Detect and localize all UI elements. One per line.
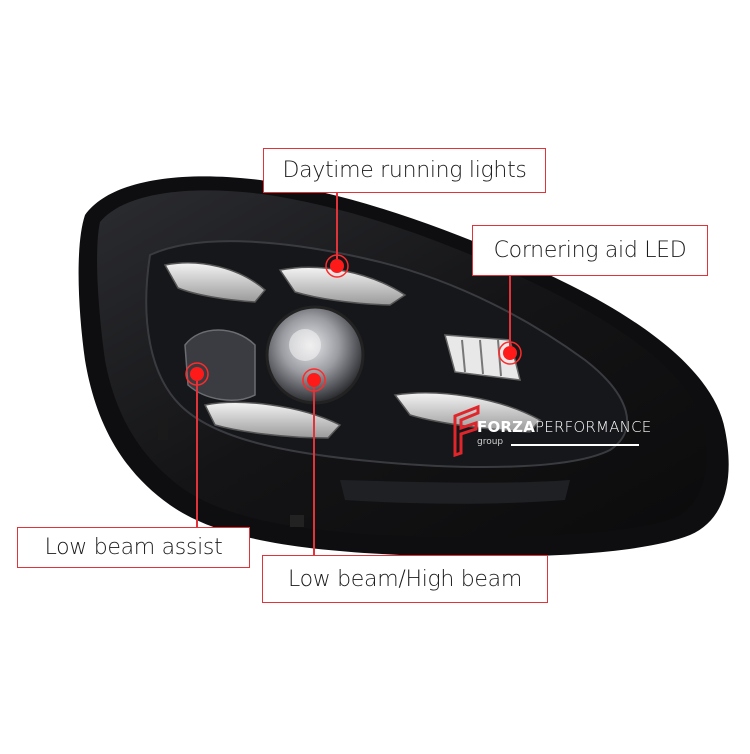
brand-subtitle: group xyxy=(477,437,504,447)
leader-line-drl xyxy=(336,193,338,259)
callout-low-beam-assist: Low beam assist xyxy=(17,527,250,568)
callout-low-high-beam: Low beam/High beam xyxy=(262,555,548,603)
brand-name-bold: FORZA xyxy=(477,418,536,436)
leader-line-cornering xyxy=(509,276,511,346)
leader-line-low-beam-assist xyxy=(196,381,198,528)
callout-label: Cornering aid LED xyxy=(493,238,687,263)
callout-cornering-aid-led: Cornering aid LED xyxy=(472,225,708,276)
callout-daytime-running-lights: Daytime running lights xyxy=(263,148,546,193)
leader-line-low-high-beam xyxy=(313,387,315,555)
brand-logo: FORZAPERFORMANCE group xyxy=(445,408,651,453)
callout-label: Low beam assist xyxy=(44,535,223,560)
callout-label: Low beam/High beam xyxy=(288,566,522,592)
stylized-F-icon xyxy=(453,404,480,458)
brand-name: FORZAPERFORMANCE xyxy=(477,418,651,436)
brand-underline xyxy=(511,444,639,446)
callout-label: Daytime running lights xyxy=(282,158,527,183)
brand-name-light: PERFORMANCE xyxy=(535,418,652,436)
